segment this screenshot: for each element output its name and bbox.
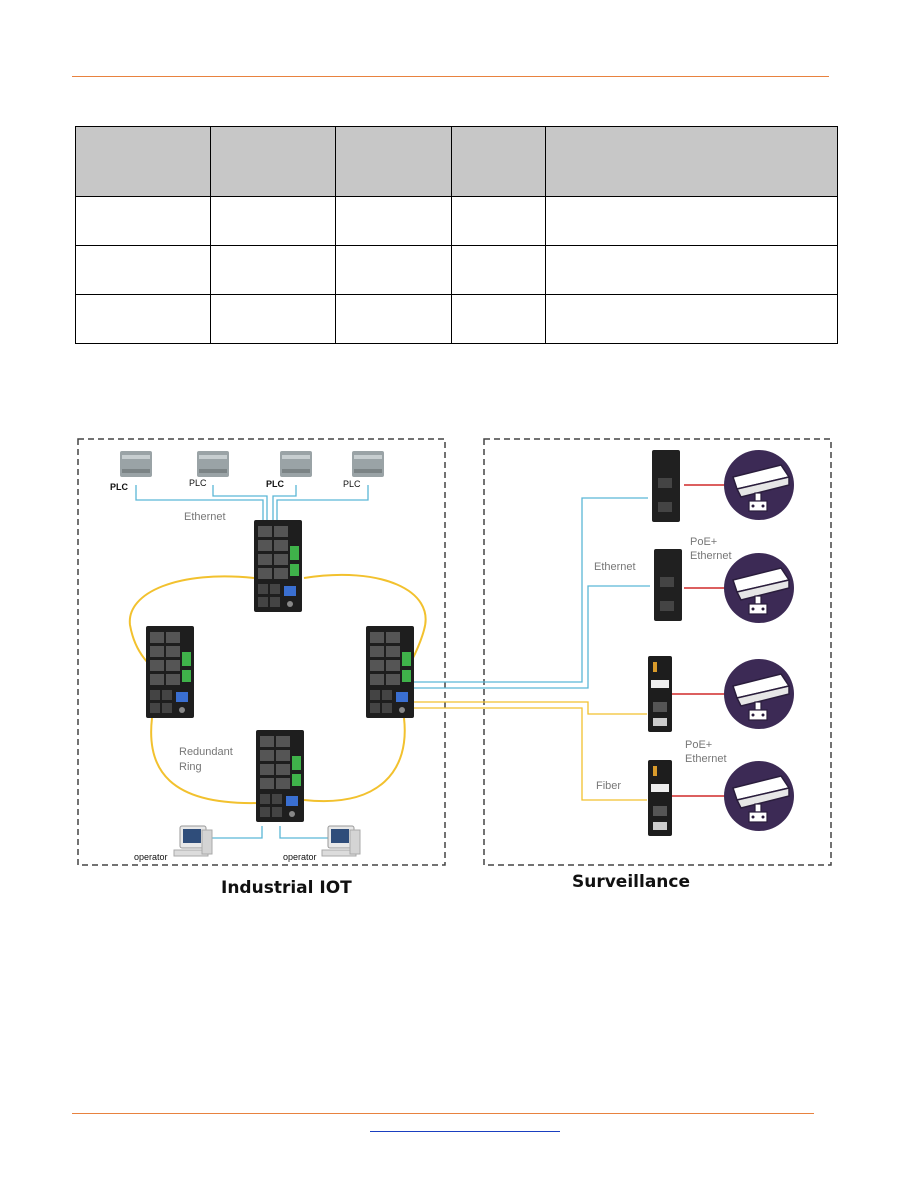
- header-rule: [72, 76, 829, 77]
- camera-icon: [723, 552, 795, 624]
- industrial-iot-caption: Industrial IOT: [221, 878, 352, 898]
- table-header-row: [75, 126, 838, 197]
- fiber-label: Fiber: [596, 780, 621, 792]
- poe-injector: [654, 549, 682, 621]
- media-converter: [648, 760, 672, 836]
- switch-right: [366, 626, 414, 718]
- poe-cables: [671, 484, 725, 797]
- table-header-cell: [335, 126, 452, 197]
- camera-icon: [723, 658, 795, 730]
- table-header-cell: [75, 126, 211, 197]
- poe-label-line2: Ethernet: [685, 753, 727, 765]
- operator-label: operator: [134, 852, 168, 862]
- operator-label: operator: [283, 852, 317, 862]
- spec-table: [75, 126, 838, 344]
- poe-label-line2: Ethernet: [690, 550, 732, 562]
- plc-device: [280, 451, 312, 477]
- poe-label-line1: PoE+: [690, 536, 717, 548]
- plc-label: PLC: [110, 482, 129, 492]
- surveillance-caption: Surveillance: [572, 872, 690, 892]
- footer-rule: [72, 1113, 814, 1114]
- surveillance-ethernet-cables: [412, 497, 650, 689]
- ethernet-label: Ethernet: [594, 561, 636, 573]
- surveillance-zone: [483, 438, 832, 866]
- media-converter: [648, 656, 672, 732]
- poe-injector: [652, 450, 680, 522]
- plc-device: [352, 451, 384, 477]
- plc-device: [197, 451, 229, 477]
- poe-label-line1: PoE+: [685, 739, 712, 751]
- industrial-iot-zone: [77, 438, 446, 866]
- footer-link[interactable]: [370, 1131, 560, 1132]
- fiber-cables: [412, 701, 647, 801]
- redundant-ring-cable: [128, 574, 427, 805]
- table-header-cell: [545, 126, 838, 197]
- operator-computer: [173, 825, 213, 857]
- plc-device: [120, 451, 152, 477]
- plc-label: PLC: [343, 479, 361, 489]
- redundant-ring-label-line1: Redundant: [179, 746, 233, 758]
- switch-left: [146, 626, 194, 718]
- redundant-ring-label-line2: Ring: [179, 761, 202, 773]
- table-row: [75, 294, 838, 344]
- operator-computer: [321, 825, 361, 857]
- switch-bottom: [256, 730, 304, 822]
- table-header-cell: [451, 126, 546, 197]
- ethernet-label: Ethernet: [184, 511, 226, 523]
- camera-icon: [723, 760, 795, 832]
- plc-label: PLC: [189, 478, 207, 488]
- plc-label: PLC: [266, 479, 285, 489]
- plc-ethernet-cables: [135, 485, 369, 839]
- switch-top: [254, 520, 302, 612]
- camera-icon: [723, 449, 795, 521]
